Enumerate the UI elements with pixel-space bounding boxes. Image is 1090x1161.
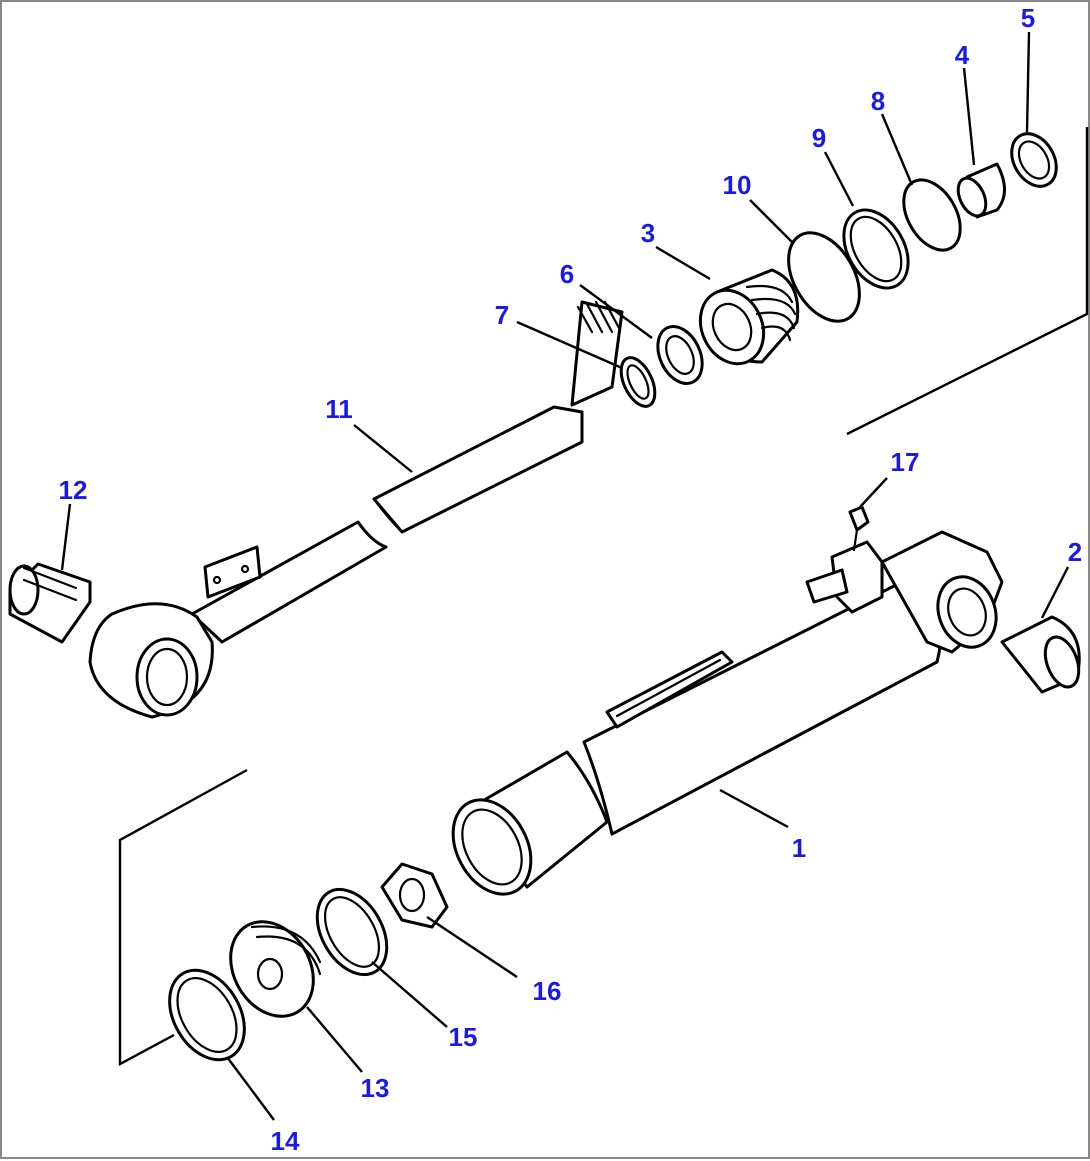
part-5-dust-seal (1010, 132, 1058, 188)
part-7-snap-ring (619, 356, 657, 408)
part-1-cylinder-tube (451, 530, 1004, 896)
part-15-wear-ring (315, 887, 389, 977)
callout-17: 17 (891, 447, 920, 477)
callout-7: 7 (495, 300, 509, 330)
leader-lines (60, 31, 1070, 1121)
callout-6: 6 (560, 259, 574, 289)
callout-labels: 1 2 3 4 5 6 7 8 9 10 11 12 13 14 15 16 1… (59, 3, 1083, 1156)
callout-15: 15 (449, 1022, 478, 1052)
callout-10: 10 (723, 170, 752, 200)
part-14-dust-seal (168, 968, 246, 1062)
callout-9: 9 (812, 123, 826, 153)
callout-1: 1 (792, 833, 806, 863)
callout-8: 8 (871, 86, 885, 116)
callout-14: 14 (271, 1126, 300, 1156)
part-4-collar (956, 162, 1006, 219)
part-11-piston-rod (88, 300, 624, 719)
part-2-bushing (1000, 615, 1081, 694)
callout-3: 3 (641, 218, 655, 248)
part-6-bearing (656, 325, 704, 385)
callout-5: 5 (1021, 3, 1035, 33)
callout-16: 16 (533, 976, 562, 1006)
part-17-grease-fitting (848, 505, 870, 552)
callout-13: 13 (361, 1073, 390, 1103)
callout-12: 12 (59, 475, 88, 505)
part-13-head (229, 920, 322, 1018)
callout-4: 4 (955, 40, 970, 70)
part-9-seal-ring (842, 208, 910, 290)
part-12-bushing (8, 562, 92, 644)
callout-2: 2 (1068, 537, 1082, 567)
part-3-piston (698, 268, 800, 366)
part-16-nut (380, 862, 449, 929)
part-8-o-ring (902, 178, 962, 252)
group-boundary-lines (118, 127, 1089, 1067)
callout-11: 11 (325, 394, 353, 424)
